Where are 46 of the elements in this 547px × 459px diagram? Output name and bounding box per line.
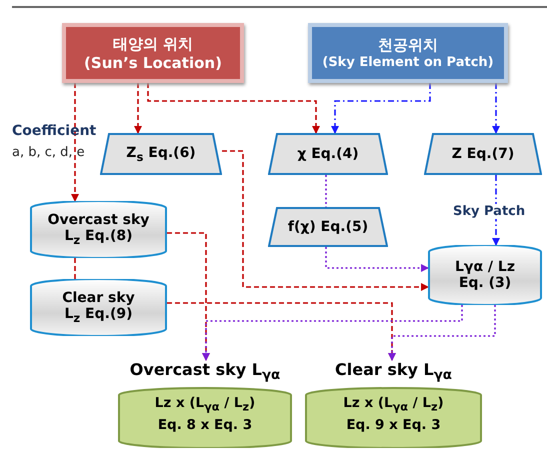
edge-label: Sky Patch <box>452 204 526 219</box>
connector-line <box>74 258 76 279</box>
equation-trapezoid <box>424 133 542 175</box>
coefficient-list: a, b, c, d, e <box>12 145 85 160</box>
equation-text: Z Eq.(7) <box>452 146 514 162</box>
equation-text: Eq. 8 x Eq. 3 <box>158 416 252 433</box>
arrow <box>325 247 429 272</box>
equation-text: Lγα / Lz <box>454 259 515 275</box>
arrow <box>134 83 142 134</box>
equation-text: L$_{z}$ Eq.(9) <box>64 306 133 325</box>
equation-text: f(χ) Eq.(5) <box>288 219 368 235</box>
arrow <box>71 83 79 202</box>
equation-text: L$_{z}$ Eq.(8) <box>64 228 133 247</box>
arrow <box>331 83 431 134</box>
equation-cylinder <box>30 279 167 336</box>
location-box <box>308 23 508 83</box>
equation-text: χ Eq.(4) <box>297 146 359 162</box>
equation-text: Lz x (L$_{γα}$ / L$_{z}$) <box>154 395 256 414</box>
arrow <box>147 83 320 134</box>
equation-text: Overcast sky <box>48 212 150 228</box>
arrow <box>492 175 500 246</box>
equation-trapezoid <box>268 207 388 247</box>
coefficient-heading: Coefficient <box>12 123 96 139</box>
equation-text: Lz x (L$_{γα}$ / L$_{z}$) <box>343 395 444 414</box>
location-box <box>62 23 244 83</box>
result-cylinder <box>118 360 292 448</box>
equation-text: Eq. (3) <box>458 275 512 291</box>
equation-text: Z$_{s}$ Eq.(6) <box>126 144 196 164</box>
connector-line <box>325 175 327 207</box>
result-cylinder <box>305 360 482 448</box>
subheading-text: (Sun’s Location) <box>84 54 222 72</box>
heading-text: 천공위치 <box>378 36 438 55</box>
arrow <box>492 83 500 134</box>
equation-text: Clear sky <box>62 290 135 306</box>
equation-cylinder <box>428 245 542 305</box>
equation-text: Eq. 9 x Eq. 3 <box>346 416 441 433</box>
heading-text: Overcast sky L$_{γα}$ <box>130 360 280 384</box>
heading-text: 태양의 위치 <box>112 34 194 54</box>
arrow <box>388 305 496 361</box>
equation-trapezoid <box>268 133 388 175</box>
subheading-text: (Sky Element on Patch) <box>322 55 494 70</box>
equation-trapezoid <box>100 133 222 175</box>
heading-text: Clear sky L$_{γα}$ <box>335 360 452 384</box>
equation-cylinder <box>30 201 167 258</box>
arrow <box>202 305 463 361</box>
arrow <box>222 150 429 291</box>
